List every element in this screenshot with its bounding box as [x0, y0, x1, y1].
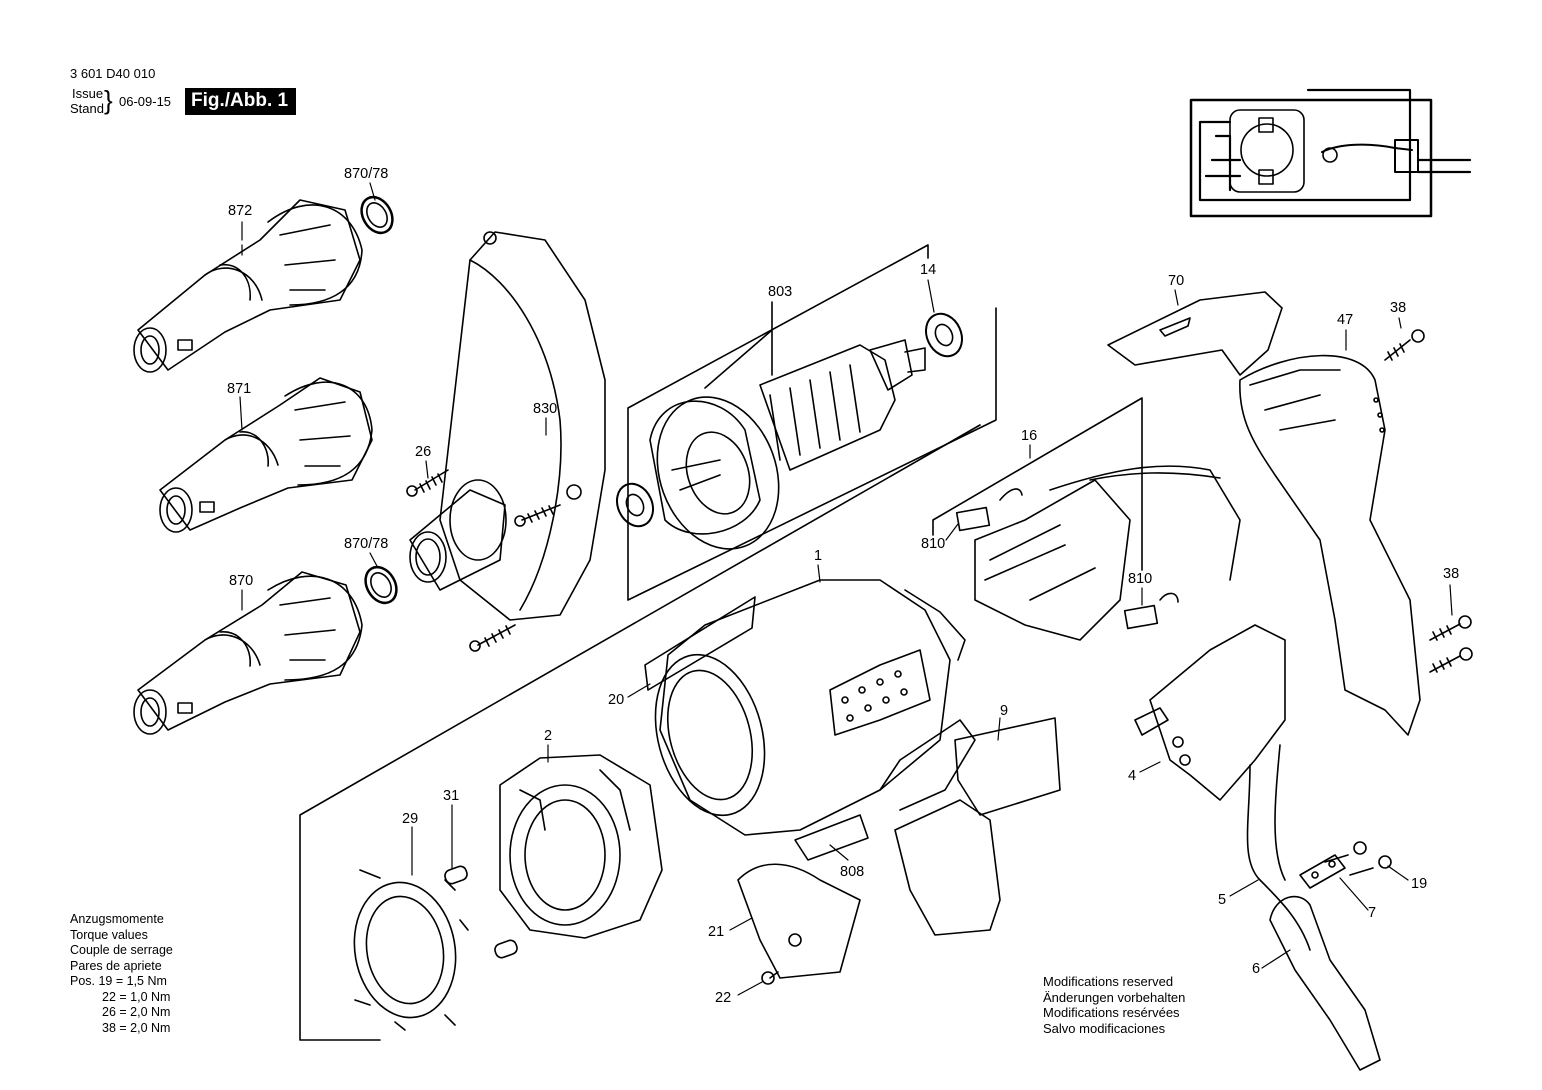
pins-31 [444, 865, 518, 959]
seal-ring-upper [360, 195, 394, 235]
screws-38-lower [1429, 615, 1473, 673]
modifications-line: Modifications resérvées [1043, 1005, 1180, 1020]
callout-31: 31 [443, 788, 459, 804]
depth-stop-870 [133, 571, 363, 735]
seal-ring-lower [364, 565, 398, 605]
torque-line: 38 = 2,0 Nm [102, 1020, 171, 1035]
bearing-14 [925, 312, 963, 358]
callout-830: 830 [533, 401, 557, 417]
callout-872: 872 [228, 203, 252, 219]
carbon-brush-lower [1123, 592, 1179, 630]
torque-values: Anzugsmomente Torque values Couple de se… [70, 912, 173, 1036]
screw-26 [406, 469, 449, 497]
cable-and-sleeve [1246, 744, 1381, 1071]
cover-21 [737, 863, 861, 979]
callout-4: 4 [1128, 768, 1136, 784]
switch-4 [1134, 624, 1286, 801]
brace: } [104, 85, 113, 115]
callout-7: 7 [1368, 905, 1376, 921]
stand-label: Stand [70, 101, 104, 116]
screw-38-upper [1384, 329, 1425, 361]
modifications-line: Änderungen vorbehalten [1043, 989, 1186, 1005]
top-cover-70 [1107, 291, 1283, 376]
depth-stop-872 [133, 199, 363, 373]
label-plate-20 [644, 596, 756, 691]
gear-housing-830 [409, 231, 606, 621]
callout-6: 6 [1252, 961, 1260, 977]
callout-808: 808 [840, 864, 864, 880]
torque-line: 22 = 1,0 Nm [102, 989, 171, 1004]
figure-label: Fig./Abb. 1 [185, 88, 297, 115]
armature-group-bracket [627, 244, 997, 601]
bearing-left [616, 482, 654, 528]
carbon-brush-upper [955, 488, 1023, 532]
brush-group-bracket [932, 397, 1143, 571]
callout-2: 2 [544, 728, 552, 744]
depth-stop-871 [159, 377, 373, 533]
callout-9: 9 [1000, 703, 1008, 719]
callout-870-78-top: 870/78 [344, 166, 388, 182]
modifications-line: Modifications reserved [1043, 974, 1174, 989]
callout-20: 20 [608, 692, 624, 708]
callout-870: 870 [229, 573, 253, 589]
callout-70: 70 [1168, 273, 1184, 289]
torque-line: Pares de apriete [70, 958, 162, 973]
modifications-line: Salvo modificaciones [1043, 1020, 1166, 1036]
baffle-ring-29 [353, 869, 469, 1031]
callout-26: 26 [415, 444, 431, 460]
issue-date: 06-09-15 [119, 94, 172, 109]
callout-22: 22 [715, 990, 731, 1006]
cable-clamp-7 [1299, 854, 1346, 889]
screw-22 [761, 971, 779, 985]
stator-2 [499, 754, 663, 939]
callout-803: 803 [768, 284, 792, 300]
part-number: 3 601 D40 010 [70, 66, 156, 81]
modifications-note: Modifications reserved Änderungen vorbeh… [1043, 974, 1185, 1036]
issue-label: Issue [72, 86, 104, 101]
handle-grip [894, 799, 1001, 936]
leader-lines [239, 182, 1453, 996]
callout-16: 16 [1021, 428, 1037, 444]
callout-810-top: 810 [921, 536, 945, 552]
callout-871: 871 [227, 381, 251, 397]
wiring-schematic [1189, 88, 1472, 218]
armature-803 [649, 339, 926, 550]
callout-38-top: 38 [1390, 300, 1406, 316]
callout-38-bottom: 38 [1443, 566, 1459, 582]
callout-47: 47 [1337, 312, 1353, 328]
armature-group-leader [704, 301, 773, 389]
torque-line: Torque values [70, 927, 148, 942]
motor-housing-1 [654, 579, 976, 836]
torque-line: Couple de serrage [70, 943, 173, 957]
handle-shell-47 [1239, 354, 1421, 736]
torque-line: Anzugsmomente [70, 912, 164, 926]
callout-21: 21 [708, 924, 724, 940]
callout-labels: 872 870/78 871 870/78 870 26 830 803 14 … [227, 166, 1459, 1006]
callout-1: 1 [814, 548, 822, 564]
label-plate-808 [794, 814, 869, 861]
callout-19: 19 [1411, 876, 1427, 892]
label-plate-9 [954, 717, 1061, 816]
torque-line: 26 = 2,0 Nm [102, 1005, 171, 1019]
torque-line: Pos. 19 = 1,5 Nm [70, 974, 167, 988]
screw-830-lower [469, 624, 516, 652]
brush-holder-assembly-16 [974, 465, 1241, 641]
housing-group-bracket [299, 424, 981, 1041]
screws-19 [1324, 841, 1392, 876]
callout-14: 14 [920, 262, 936, 278]
callout-5: 5 [1218, 892, 1226, 908]
callout-810-bottom: 810 [1128, 571, 1152, 587]
callout-29: 29 [402, 811, 418, 827]
screw-830-side [514, 504, 561, 527]
callout-870-78-bottom: 870/78 [344, 536, 388, 552]
